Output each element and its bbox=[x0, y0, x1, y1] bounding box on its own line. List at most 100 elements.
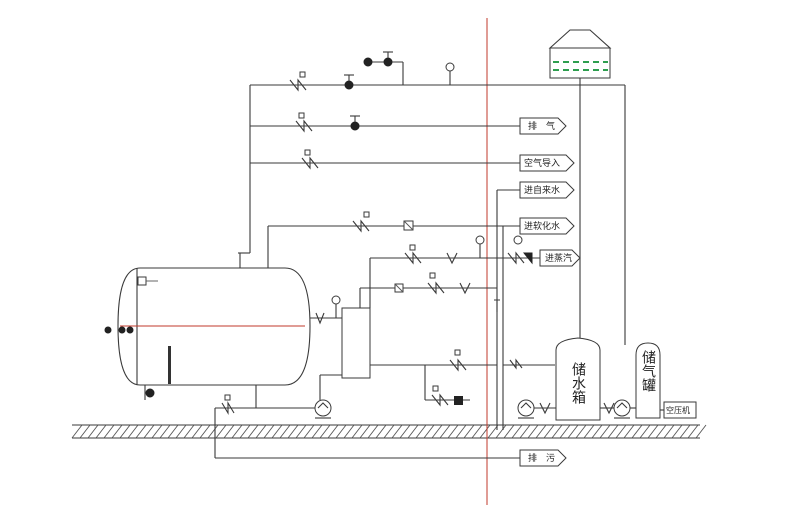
label-tags: 排 气 空气导入 进自来水 进软化水 进蒸汽 排 污 bbox=[519, 117, 581, 467]
ground-hatch-line bbox=[279, 424, 291, 439]
ground-hatch-line bbox=[79, 424, 91, 439]
ground-hatch-line bbox=[671, 424, 683, 439]
ground-hatch-line bbox=[383, 424, 395, 439]
soft-water-label: 进软化水 bbox=[524, 220, 560, 232]
ground-hatch-line bbox=[535, 424, 547, 439]
ground-hatch-line bbox=[183, 424, 195, 439]
ground-hatch-line bbox=[559, 424, 571, 439]
header-valves bbox=[289, 71, 414, 233]
ground-hatch-line bbox=[663, 424, 675, 439]
ground-hatch-line bbox=[599, 424, 611, 439]
ground-hatch-line bbox=[295, 424, 307, 439]
ground-hatch-line bbox=[231, 424, 243, 439]
ground-hatch-line bbox=[447, 424, 459, 439]
ground-hatch-line bbox=[655, 424, 667, 439]
ground-hatch-line bbox=[607, 424, 619, 439]
ground-hatch-line bbox=[111, 424, 123, 439]
ground-hatch-line bbox=[615, 424, 627, 439]
ground-hatch-line bbox=[455, 424, 467, 439]
ground bbox=[71, 424, 707, 439]
ground-hatch-line bbox=[431, 424, 443, 439]
bottom-lines bbox=[214, 365, 636, 459]
riser-valves bbox=[494, 299, 555, 370]
ground-hatch-line bbox=[239, 424, 251, 439]
ground-hatch-line bbox=[591, 424, 603, 439]
ground-hatch-line bbox=[263, 424, 275, 439]
air-compressor: 空压机 bbox=[660, 401, 697, 419]
ground-hatch-line bbox=[135, 424, 147, 439]
ground-hatch-line bbox=[647, 424, 659, 439]
ground-hatch-line bbox=[511, 424, 523, 439]
ground-hatch-line bbox=[95, 424, 107, 439]
ground-hatch-line bbox=[575, 424, 587, 439]
ground-hatch-line bbox=[215, 424, 227, 439]
ground-hatch-line bbox=[207, 424, 219, 439]
ground-hatch-line bbox=[399, 424, 411, 439]
compressor-label: 空压机 bbox=[666, 405, 690, 415]
ground-hatch-line bbox=[191, 424, 203, 439]
ground-hatch-line bbox=[639, 424, 651, 439]
ground-hatch-line bbox=[271, 424, 283, 439]
exhaust-label: 排 气 bbox=[528, 120, 555, 132]
ground-hatch-line bbox=[479, 424, 491, 439]
ground-hatch-line bbox=[583, 424, 595, 439]
steam-label: 进蒸汽 bbox=[545, 252, 572, 264]
ground-hatch-line bbox=[151, 424, 163, 439]
ground-hatch-line bbox=[223, 424, 235, 439]
top-valve-branch bbox=[344, 51, 455, 90]
ground-hatch-line bbox=[351, 424, 363, 439]
ground-hatch-line bbox=[503, 424, 515, 439]
ground-hatch-line bbox=[527, 424, 539, 439]
ground-hatch-line bbox=[463, 424, 475, 439]
ground-hatch-line bbox=[423, 424, 435, 439]
ground-hatch-line bbox=[311, 424, 323, 439]
ground-hatch-line bbox=[687, 424, 699, 439]
ground-hatch-line bbox=[103, 424, 115, 439]
heat-exchanger bbox=[310, 272, 497, 400]
ground-hatch-line bbox=[175, 424, 187, 439]
ground-hatch-line bbox=[335, 424, 347, 439]
ground-hatch-line bbox=[391, 424, 403, 439]
autoclave-vessel bbox=[104, 253, 311, 400]
ground-hatch-line bbox=[127, 424, 139, 439]
ground-hatch-line bbox=[679, 424, 691, 439]
ground-hatch-line bbox=[519, 424, 531, 439]
ground-hatch-line bbox=[695, 424, 707, 439]
air-tank-label: 储气罐 bbox=[640, 350, 656, 392]
ground-hatch-line bbox=[495, 424, 507, 439]
ground-hatch-line bbox=[255, 424, 267, 439]
ground-hatch-line bbox=[543, 424, 555, 439]
ground-hatch-line bbox=[567, 424, 579, 439]
ground-hatch-line bbox=[439, 424, 451, 439]
ground-hatch-line bbox=[287, 424, 299, 439]
ground-hatch-line bbox=[143, 424, 155, 439]
ground-hatch-line bbox=[71, 424, 83, 439]
air-storage-tank: 储气罐 bbox=[635, 342, 661, 419]
water-tower bbox=[548, 29, 626, 345]
ground-hatch-line bbox=[367, 424, 379, 439]
ground-hatch-line bbox=[247, 424, 259, 439]
ground-hatch-line bbox=[319, 424, 331, 439]
steam-branch bbox=[369, 235, 540, 308]
main-header bbox=[238, 84, 625, 254]
ground-hatch-line bbox=[471, 424, 483, 439]
ground-hatch-line bbox=[199, 424, 211, 439]
ground-hatch-line bbox=[623, 424, 635, 439]
ground-hatch-line bbox=[551, 424, 563, 439]
water-tank-label: 储水箱 bbox=[570, 362, 586, 404]
ground-hatch-line bbox=[119, 424, 131, 439]
ground-hatch-line bbox=[343, 424, 355, 439]
tap-water-label: 进自来水 bbox=[524, 184, 560, 196]
water-storage-tank: 储水箱 bbox=[555, 337, 601, 421]
ground-hatch-line bbox=[327, 424, 339, 439]
air-intake-label: 空气导入 bbox=[524, 157, 560, 169]
ground-hatch-line bbox=[415, 424, 427, 439]
ground-hatch-line bbox=[303, 424, 315, 439]
ground-hatch-line bbox=[375, 424, 387, 439]
ground-hatch-line bbox=[167, 424, 179, 439]
ground-hatch-line bbox=[407, 424, 419, 439]
ground-hatch-line bbox=[359, 424, 371, 439]
ground-hatch-line bbox=[631, 424, 643, 439]
